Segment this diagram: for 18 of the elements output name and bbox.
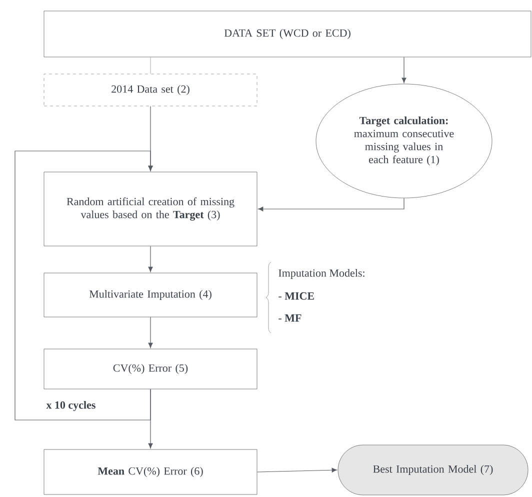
arrow — [148, 316, 153, 348]
note-text: - MF — [278, 314, 302, 322]
arrow — [402, 56, 406, 83]
process-box: DATA SET (WCD or ECD) — [44, 10, 532, 58]
arrow — [256, 468, 337, 472]
result-terminal: Best Imputation Model (7) — [338, 444, 528, 496]
note-text: - MICE — [278, 292, 314, 300]
edge-label: x 10 cycles — [45, 400, 97, 412]
arrow — [258, 198, 404, 212]
process-box: Random artificial creation of missing values based on the Target (3) — [44, 172, 258, 246]
data-box: 2014 Data set (2) — [44, 74, 258, 106]
process-box: CV(%) Error (5) — [44, 348, 258, 390]
arrow — [148, 388, 153, 448]
process-box: Mean CV(%) Error (6) — [44, 449, 258, 495]
arrow — [14, 150, 153, 420]
note-text: Imputation Models: — [278, 269, 364, 279]
arrow — [148, 246, 153, 272]
process-box: Multivariate Imputation (4) — [44, 272, 258, 318]
